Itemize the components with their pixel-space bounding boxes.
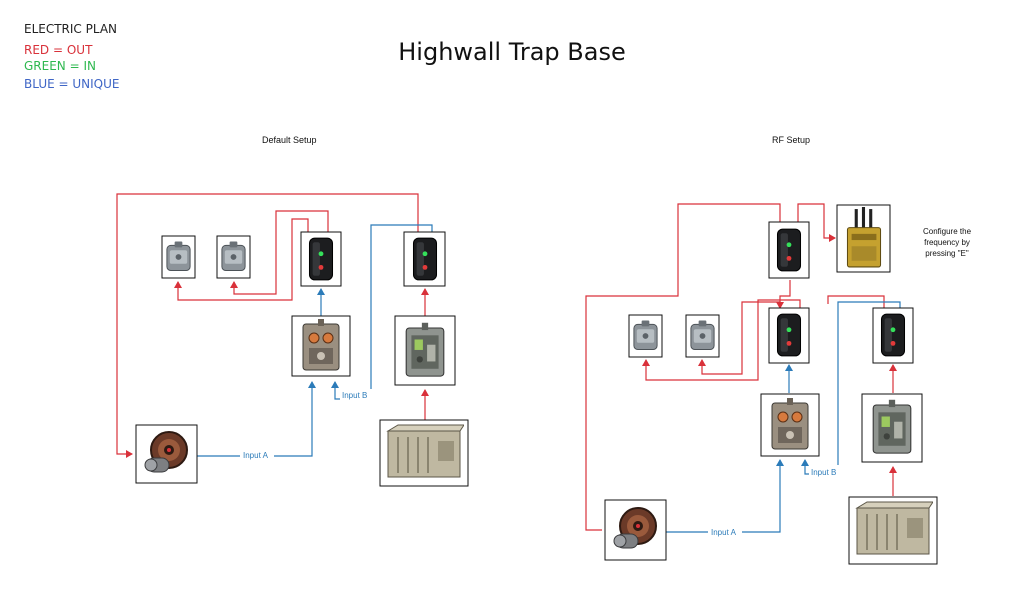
legend-title: ELECTRIC PLAN xyxy=(24,22,118,36)
legend-red-out: RED = OUT xyxy=(24,43,93,57)
default-setup-title: Default Setup xyxy=(262,135,317,145)
generator-icon xyxy=(848,496,938,565)
rf-configure-note: Configure the frequency by pressing "E" xyxy=(922,227,972,258)
shotgun-trap-icon xyxy=(604,499,667,561)
default-wires xyxy=(116,193,433,458)
power-switch-icon xyxy=(872,307,914,364)
rf-input-b-label: Input B xyxy=(811,468,836,477)
rf-wires xyxy=(585,203,901,533)
shotgun-trap-icon xyxy=(135,424,198,484)
default-input-b-label: Input B xyxy=(342,391,367,400)
pressure-pad-icon xyxy=(685,314,720,358)
page-title: Highwall Trap Base xyxy=(398,38,626,66)
and-switch-icon xyxy=(760,393,820,457)
generator-icon xyxy=(379,419,469,487)
or-switch-icon xyxy=(394,315,456,386)
default-input-a-label: Input A xyxy=(243,451,269,460)
rf-setup-title: RF Setup xyxy=(772,135,811,145)
rf-input-a-label: Input A xyxy=(711,528,737,537)
or-switch-icon xyxy=(861,393,923,463)
pressure-pad-icon xyxy=(161,235,196,279)
pressure-pad-icon xyxy=(216,235,251,279)
rf-broadcaster-icon xyxy=(836,204,891,273)
legend-blue-unique: BLUE = UNIQUE xyxy=(24,77,120,91)
pressure-pad-icon xyxy=(628,314,663,358)
power-switch-icon xyxy=(768,221,810,279)
power-switch-icon xyxy=(300,231,342,287)
legend-green-in: GREEN = IN xyxy=(24,59,96,73)
power-switch-icon xyxy=(768,307,810,364)
and-switch-icon xyxy=(291,315,351,377)
power-switch-icon xyxy=(403,231,446,287)
